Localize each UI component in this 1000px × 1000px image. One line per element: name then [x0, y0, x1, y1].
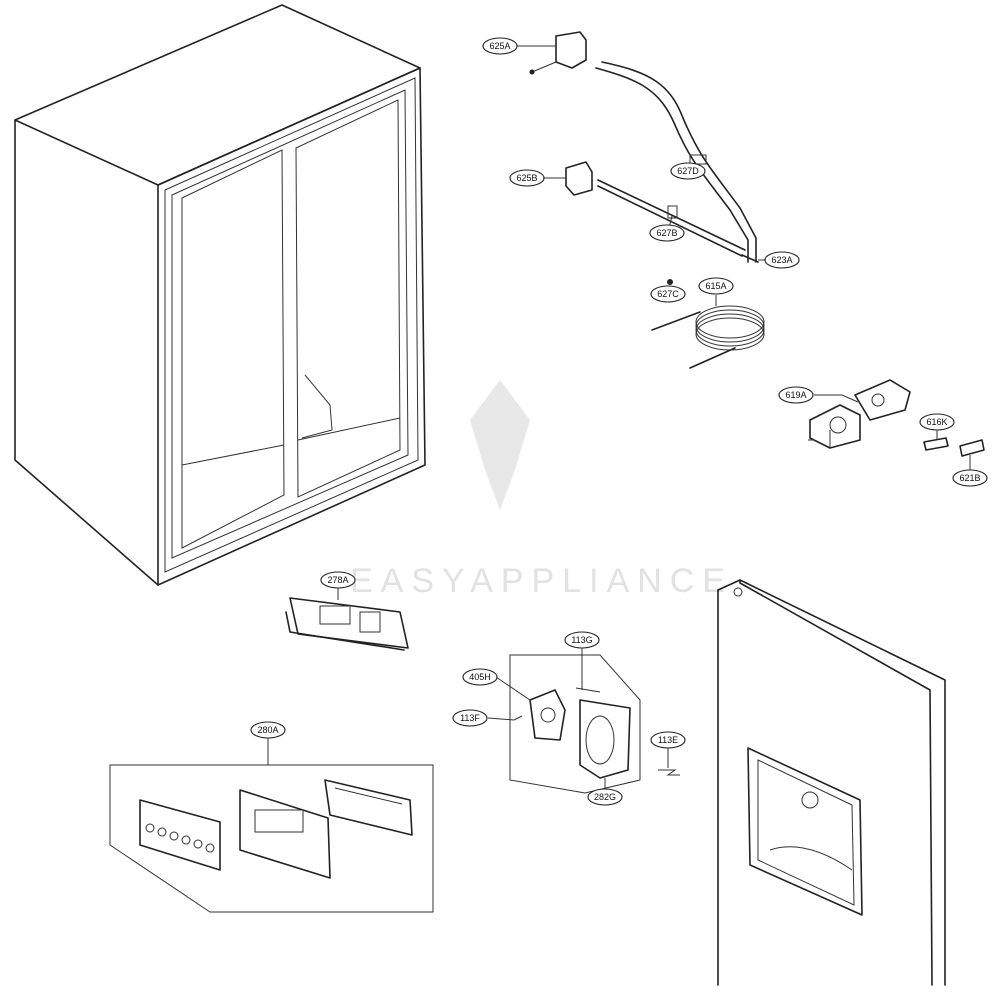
callout-627d-text: 627D	[677, 166, 699, 176]
callout-625b-text: 625B	[516, 173, 537, 183]
tube-627b	[597, 179, 759, 263]
callout-113f-text: 113F	[460, 713, 480, 723]
callout-113g-text: 113G	[571, 635, 592, 645]
callout-627b: 627B	[649, 224, 685, 242]
watermark: EASYAPPLIANCE	[350, 380, 733, 600]
callout-282g: 282G	[587, 788, 623, 806]
callout-616k: 616K	[919, 413, 955, 431]
refrigerator-cabinet	[14, 4, 426, 586]
callout-282g-text: 282G	[594, 792, 616, 802]
callout-625a: 625A	[482, 37, 518, 55]
control-board-278a	[285, 597, 409, 651]
callout-625a-text: 625A	[489, 41, 510, 51]
coil-615a	[651, 279, 765, 369]
callout-113e: 113E	[650, 731, 686, 749]
callout-625b: 625B	[509, 169, 545, 187]
callout-627d: 627D	[670, 162, 706, 180]
part-625a	[529, 31, 587, 75]
callout-619a: 619A	[778, 386, 814, 404]
dispenser-mechanism-group	[509, 654, 680, 794]
leader-lines	[267, 45, 971, 790]
callout-627c: 627C	[650, 285, 686, 303]
water-valve-619a	[808, 379, 911, 449]
callout-113e-text: 113E	[658, 735, 678, 745]
display-panel-group	[109, 764, 434, 913]
water-tubes	[595, 61, 757, 263]
callout-615a: 615A	[698, 277, 734, 295]
callout-278a: 278A	[320, 571, 356, 589]
callout-619a-text: 619A	[785, 390, 806, 400]
part-625b	[565, 161, 593, 196]
callout-113g: 113G	[564, 631, 600, 649]
callout-278a-text: 278A	[327, 575, 348, 585]
callout-616k-text: 616K	[926, 417, 947, 427]
callout-405h-text: 405H	[469, 672, 491, 682]
fitting-621b	[959, 439, 985, 457]
watermark-text: EASYAPPLIANCE	[350, 562, 733, 600]
callout-280a-text: 280A	[257, 725, 278, 735]
callout-621b-text: 621B	[959, 473, 980, 483]
callout-113f: 113F	[452, 709, 488, 727]
callout-405h: 405H	[462, 668, 498, 686]
callout-615a-text: 615A	[705, 281, 726, 291]
fitting-616k	[923, 437, 949, 451]
callout-621b: 621B	[952, 469, 988, 487]
callout-623a-text: 623A	[771, 255, 792, 265]
callout-623a: 623A	[764, 251, 800, 269]
callout-627c-text: 627C	[657, 289, 679, 299]
callout-627b-text: 627B	[656, 228, 677, 238]
callout-280a: 280A	[250, 721, 286, 739]
freezer-door	[717, 579, 946, 986]
